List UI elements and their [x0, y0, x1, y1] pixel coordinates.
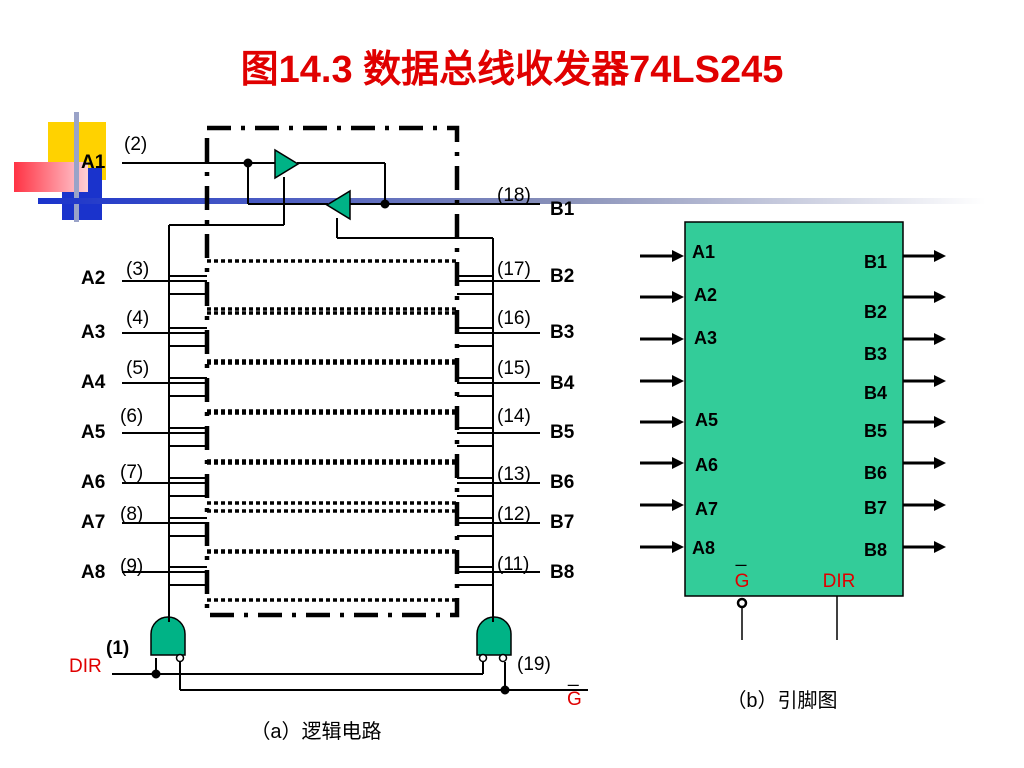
dir-label: DIR — [69, 656, 102, 677]
chip-pin-a3: A3 — [694, 328, 717, 348]
chip-pin-a2: A2 — [694, 285, 717, 305]
chip-pin-a8: A8 — [692, 538, 715, 558]
g-gate — [476, 616, 512, 656]
input-arrow — [640, 457, 684, 469]
g-label: G — [567, 689, 582, 710]
chip-g-label: G — [735, 571, 750, 592]
label-a5: A5 — [81, 422, 106, 443]
caption-logic: （a）逻辑电路 — [250, 720, 381, 743]
channel-row — [122, 501, 540, 553]
output-arrow — [903, 457, 946, 469]
output-arrow — [903, 499, 946, 511]
chip-pin-a5: A5 — [695, 410, 718, 430]
label-a2: A2 — [81, 268, 105, 289]
label-b4: B4 — [550, 373, 575, 394]
label-a1: A1 — [81, 152, 106, 173]
logic-circuit — [112, 125, 588, 695]
label-b1: B1 — [550, 199, 575, 220]
pin-number-a8: (9) — [120, 556, 143, 577]
pin-number-b1: (18) — [497, 185, 531, 206]
label-a6: A6 — [81, 472, 105, 493]
pin-number-dir: (1) — [106, 638, 129, 659]
chip-pin-b4: B4 — [864, 383, 887, 403]
channel-row — [122, 461, 540, 513]
pin-number-a7: (8) — [120, 504, 143, 525]
label-b6: B6 — [550, 472, 574, 493]
pin-number-b8: (11) — [497, 554, 529, 575]
input-arrow — [640, 416, 684, 428]
input-arrow — [640, 291, 684, 303]
label-a7: A7 — [81, 512, 105, 533]
chip-pin-b3: B3 — [864, 344, 887, 364]
input-arrow — [640, 499, 684, 511]
pin-number-a1: (2) — [124, 134, 147, 155]
slide-title: 图14.3 数据总线收发器74LS245 — [241, 49, 784, 91]
channel-row — [122, 311, 540, 363]
pin-number-b3: (16) — [497, 308, 531, 329]
label-b8: B8 — [550, 562, 574, 583]
caption-pinout: （b）引脚图 — [726, 689, 837, 712]
chip-pin-b1: B1 — [864, 252, 887, 272]
chip-dir-label: DIR — [823, 571, 856, 592]
output-arrow — [903, 333, 946, 345]
chip-g-bubble — [736, 597, 748, 609]
output-arrow — [903, 375, 946, 387]
pin-number-a4: (5) — [126, 358, 149, 379]
channel-row — [122, 550, 540, 602]
pin-number-g: (19) — [517, 654, 551, 675]
input-arrow — [640, 250, 684, 262]
pin-number-b7: (12) — [497, 504, 531, 525]
pin-number-b6: (13) — [497, 464, 531, 485]
output-arrow — [903, 541, 946, 553]
chip-g-overbar: _ — [735, 546, 747, 567]
output-arrow — [903, 250, 946, 262]
buffer-b1-to-a1 — [325, 189, 351, 221]
label-a8: A8 — [81, 562, 105, 583]
pin-number-b4: (15) — [497, 358, 531, 379]
enclosure — [204, 125, 460, 618]
buffer-a1-to-b1 — [274, 148, 300, 180]
pin-number-b5: (14) — [497, 406, 531, 427]
output-arrow — [903, 416, 946, 428]
chip-pin-b6: B6 — [864, 463, 887, 483]
channel-row — [122, 361, 540, 413]
chip-body — [684, 221, 904, 597]
pin-number-a2: (3) — [126, 259, 149, 280]
pin-number-a3: (4) — [126, 308, 149, 329]
chip-pin-a1: A1 — [692, 242, 715, 262]
pin-number-a5: (6) — [120, 406, 143, 427]
input-arrow — [640, 375, 684, 387]
chip-pin-b5: B5 — [864, 421, 887, 441]
input-arrow — [640, 541, 684, 553]
corner-decoration — [14, 112, 986, 222]
label-a4: A4 — [81, 372, 106, 393]
label-b7: B7 — [550, 512, 574, 533]
label-b3: B3 — [550, 322, 574, 343]
label-b5: B5 — [550, 422, 575, 443]
chip-pin-b7: B7 — [864, 498, 887, 518]
pin-number-a6: (7) — [120, 462, 143, 483]
label-b2: B2 — [550, 266, 574, 287]
chip-pin-a7: A7 — [695, 499, 718, 519]
channel-row — [122, 411, 540, 463]
dir-gate — [150, 616, 186, 656]
g-overbar: _ — [567, 666, 579, 687]
label-a3: A3 — [81, 322, 105, 343]
chip-pin-b2: B2 — [864, 302, 887, 322]
chip-pin-b8: B8 — [864, 540, 887, 560]
chip-pin-a6: A6 — [695, 455, 718, 475]
output-arrow — [903, 291, 946, 303]
channel-row — [122, 259, 540, 311]
pin-number-b2: (17) — [497, 259, 531, 280]
input-arrow — [640, 333, 684, 345]
